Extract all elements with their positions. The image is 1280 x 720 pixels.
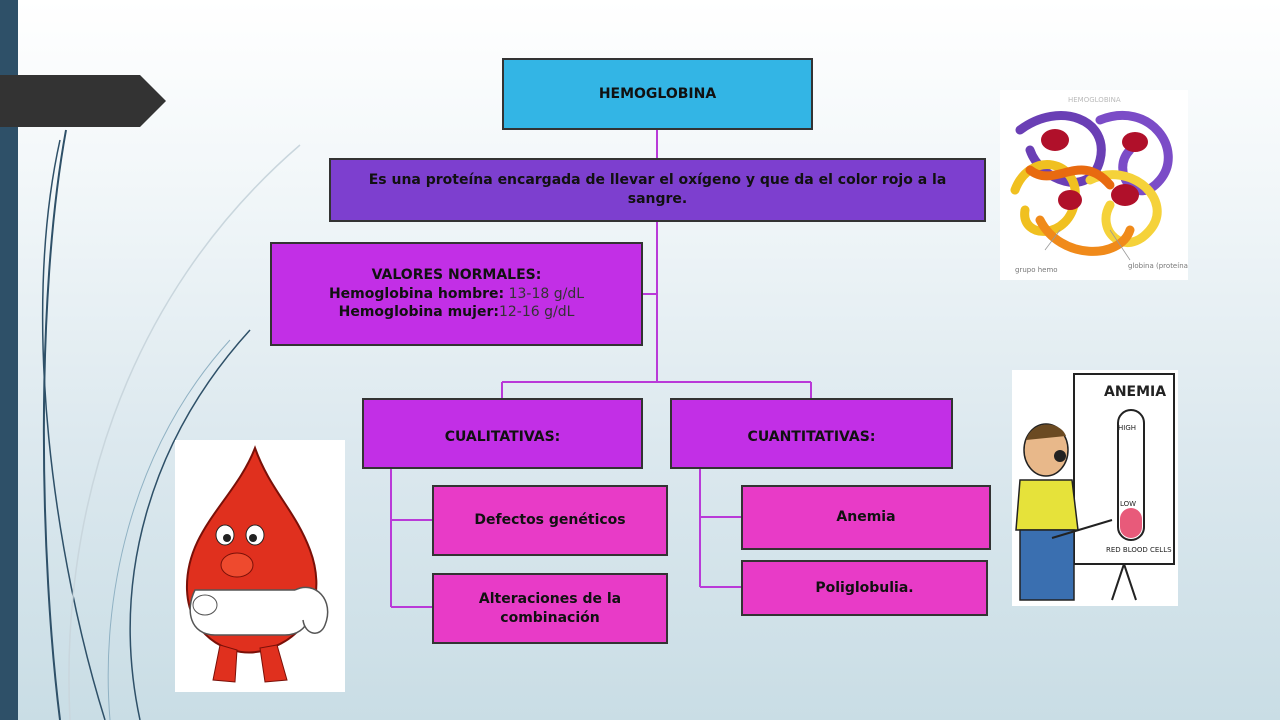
title-text: HEMOGLOBINA	[598, 85, 717, 102]
anemia-cartoon-icon: ANEMIA HIGH LOW RED BLOOD CELLS	[1015, 373, 1175, 601]
normal-values-box: VALORES NORMALES: Hemoglobina hombre: 13…	[270, 242, 643, 346]
molecule-label-right: globina (proteína)	[1128, 262, 1188, 270]
swoosh-decoration	[41, 129, 301, 720]
genetic-defects-box: Defectos genéticos	[432, 485, 668, 556]
arrow-tab-decoration	[0, 75, 166, 127]
hemoglobin-molecule-image: HEMOGLOBINA grupo hemo globina (proteína…	[1000, 90, 1188, 280]
anemia-chart-footer: RED BLOOD CELLS	[1106, 546, 1172, 554]
quantitative-box: CUANTITATIVAS:	[670, 398, 953, 469]
anemia-box: Anemia	[741, 485, 991, 550]
title-box: HEMOGLOBINA	[502, 58, 813, 130]
combination-alterations-box: Alteraciones de la combinación	[432, 573, 668, 644]
molecule-label-left: grupo hemo	[1015, 266, 1058, 274]
polyglobulia-text: Poliglobulia.	[815, 579, 914, 596]
male-label: Hemoglobina hombre:	[328, 285, 505, 302]
molecule-caption: HEMOGLOBINA	[1068, 96, 1121, 104]
anemia-chart-title: ANEMIA	[1104, 384, 1166, 400]
anemia-cartoon-image: ANEMIA HIGH LOW RED BLOOD CELLS	[1012, 370, 1178, 606]
anemia-chart-low: LOW	[1120, 500, 1136, 508]
definition-text: Es una proteína encargada de llevar el o…	[368, 172, 947, 207]
anemia-text: Anemia	[836, 509, 896, 526]
blood-drop-mascot-image	[175, 440, 345, 692]
definition-box: Es una proteína encargada de llevar el o…	[329, 158, 986, 222]
qualitative-label: CUALITATIVAS:	[444, 429, 561, 445]
female-label: Hemoglobina mujer:	[338, 304, 499, 321]
polyglobulia-box: Poliglobulia.	[741, 560, 988, 616]
genetic-defects-text: Defectos genéticos	[474, 512, 626, 529]
female-value: 12-16 g/dL	[498, 304, 575, 321]
blood-drop-icon	[185, 445, 329, 683]
qualitative-box: CUALITATIVAS:	[362, 398, 643, 469]
left-accent-bar	[0, 0, 18, 720]
molecule-icon: HEMOGLOBINA grupo hemo globina (proteína…	[1010, 96, 1188, 274]
female-value-row: Hemoglobina mujer:12-16 g/dL	[339, 303, 575, 322]
male-value: 13-18 g/dL	[504, 285, 585, 302]
male-value-row: Hemoglobina hombre: 13-18 g/dL	[329, 285, 584, 304]
quantitative-label: CUANTITATIVAS:	[747, 429, 876, 445]
normal-values-heading: VALORES NORMALES:	[371, 266, 542, 283]
combination-alterations-text: Alteraciones de la combinación	[478, 590, 622, 626]
anemia-chart-high: HIGH	[1118, 424, 1136, 432]
